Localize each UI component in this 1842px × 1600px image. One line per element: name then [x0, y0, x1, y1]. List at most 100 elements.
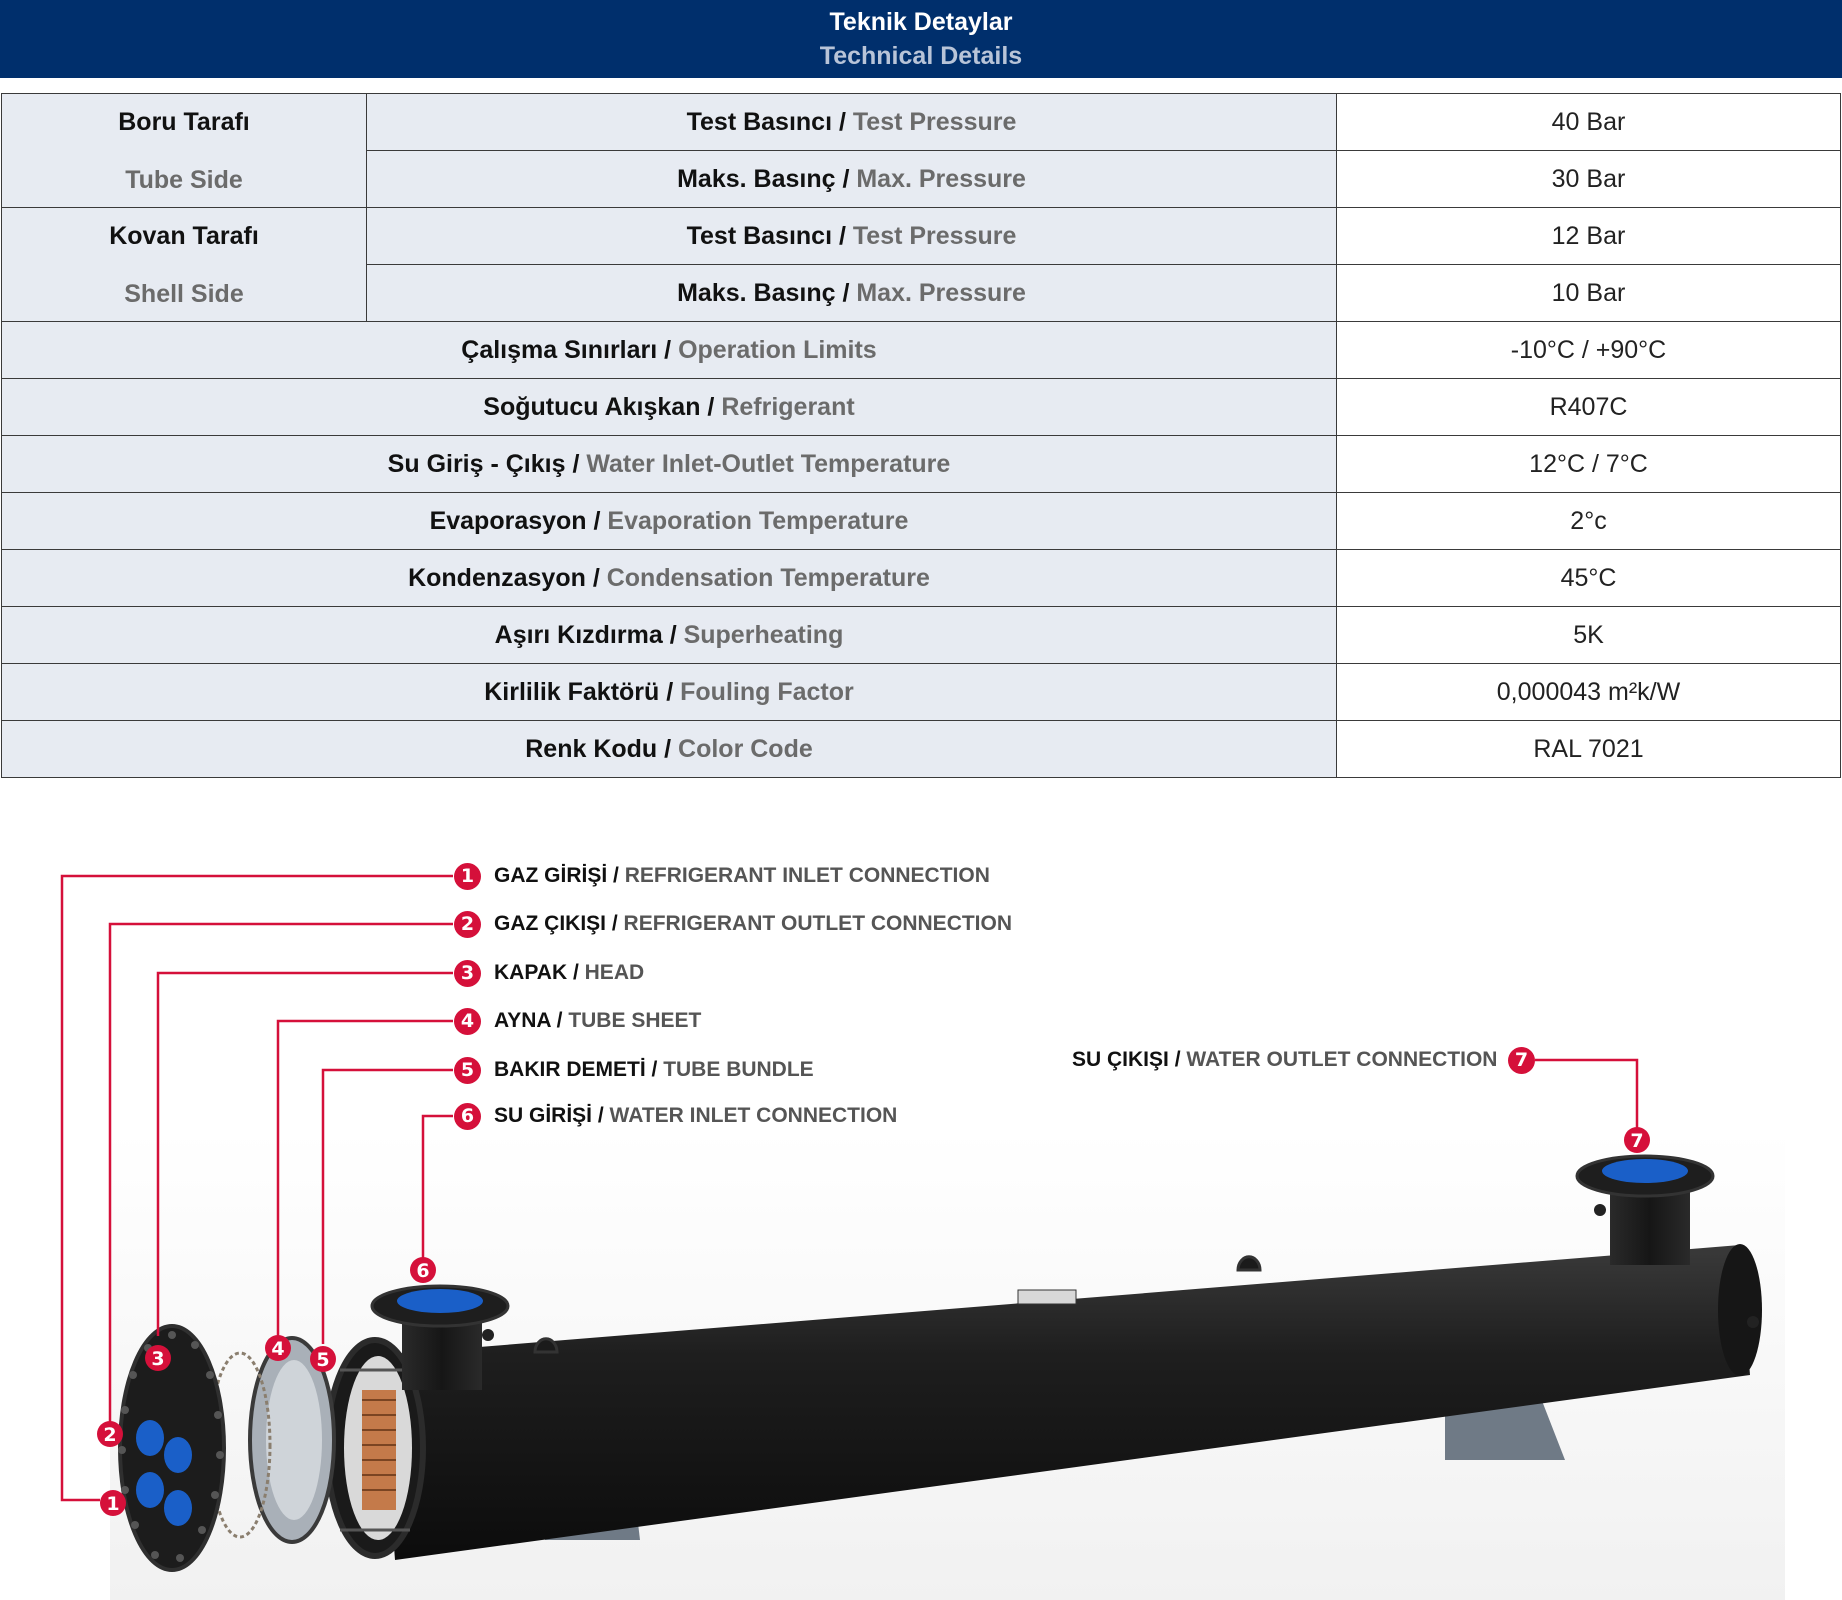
main-shell [380, 1245, 1750, 1560]
value-cell: RAL 7021 [1336, 720, 1841, 778]
callout-3: KAPAK / HEAD [494, 961, 644, 985]
leader-line-1 [60, 874, 453, 1502]
group-label-tr: Kovan Tarafı [109, 222, 259, 250]
param-en: Max. Pressure [856, 278, 1026, 307]
parameter-cell: Maks. Basınç / Max. Pressure [366, 264, 1337, 322]
callout-tr: GAZ GİRİŞİ [494, 864, 608, 887]
diagram-badge-7 [1624, 1127, 1650, 1153]
callout-2: GAZ ÇIKIŞI / REFRIGERANT OUTLET CONNECTI… [494, 912, 1012, 936]
callout-tr: SU ÇIKIŞI [1072, 1048, 1169, 1071]
param-tr: Soğutucu Akışkan [483, 392, 701, 421]
param-en: Max. Pressure [856, 164, 1026, 193]
value-cell: 40 Bar [1336, 93, 1841, 151]
title-en: Technical Details [819, 42, 1023, 70]
param-tr: Test Basıncı [686, 221, 833, 250]
param-en: Evaporation Temperature [607, 506, 909, 535]
table-row: Kirlilik Faktörü / Fouling Factor 0,0000… [1, 663, 1841, 721]
callout-en: TUBE BUNDLE [663, 1058, 814, 1081]
callout-7: SU ÇIKIŞI / WATER OUTLET CONNECTION [1072, 1048, 1497, 1072]
diagram-badge-1-label: 1 [106, 1493, 119, 1515]
diagram-badge-5 [310, 1346, 336, 1372]
leader-lines [60, 874, 1639, 1502]
parameter-cell: Soğutucu Akışkan / Refrigerant [1, 378, 1337, 436]
param-tr: Maks. Basınç [677, 164, 836, 193]
table-row: Aşırı Kızdırma / Superheating 5K [1, 606, 1841, 664]
callout-6: SU GİRİŞİ / WATER INLET CONNECTION [494, 1104, 897, 1128]
param-en: Test Pressure [852, 221, 1017, 250]
value-cell: 2°c [1336, 492, 1841, 550]
group-label-tr: Boru Tarafı [118, 108, 250, 136]
separator: / [700, 392, 722, 421]
callout-badge-4: 4 [454, 1008, 481, 1035]
separator: / [657, 734, 679, 763]
table-row: Kovan Tarafı Shell Side Test Basıncı / T… [1, 207, 1841, 322]
value-cell: 30 Bar [1336, 150, 1841, 208]
value-cell: 5K [1336, 606, 1841, 664]
separator: / [832, 107, 853, 136]
callout-en: HEAD [584, 961, 645, 984]
refrigerant-port-3 [136, 1472, 164, 1508]
callout-badge-3: 3 [454, 960, 481, 987]
value-cell: 45°C [1336, 549, 1841, 607]
param-en: Condensation Temperature [606, 563, 930, 592]
param-tr: Evaporasyon [429, 506, 587, 535]
table-row: Su Giriş - Çıkış / Water Inlet-Outlet Te… [1, 435, 1841, 493]
parameter-cell: Renk Kodu / Color Code [1, 720, 1337, 778]
leader-line-5 [321, 1068, 453, 1344]
callout-tr: SU GİRİŞİ [494, 1104, 593, 1127]
param-en: Refrigerant [721, 392, 855, 421]
diagram-badge-3-label: 3 [151, 1348, 164, 1370]
callout-en: REFRIGERANT INLET CONNECTION [624, 864, 990, 887]
param-tr: Aşırı Kızdırma [494, 620, 663, 649]
refrigerant-port-4 [164, 1490, 192, 1526]
table-row: Çalışma Sınırları / Operation Limits -10… [1, 321, 1841, 379]
separator: / [550, 1009, 569, 1032]
value-cell: 10 Bar [1336, 264, 1841, 322]
callout-tr: GAZ ÇIKIŞI [494, 912, 607, 935]
diagram-badge-6 [410, 1257, 436, 1283]
outlet-side-port [1594, 1204, 1606, 1216]
value-cell: 0,000043 m²k/W [1336, 663, 1841, 721]
param-en: Test Pressure [852, 107, 1017, 136]
group-label-en: Shell Side [124, 280, 244, 308]
param-en: Water Inlet-Outlet Temperature [586, 449, 951, 478]
separator: / [832, 221, 853, 250]
separator: / [645, 1058, 664, 1081]
parameter-cell: Test Basıncı / Test Pressure [366, 93, 1337, 151]
technical-details-table: Boru Tarafı Tube Side Test Basıncı / Tes… [1, 93, 1841, 778]
callout-5: BAKIR DEMETİ / TUBE BUNDLE [494, 1058, 814, 1082]
diagram-badge-4 [265, 1335, 291, 1361]
parameter-cell: Su Giriş - Çıkış / Water Inlet-Outlet Te… [1, 435, 1337, 493]
parameter-cell: Evaporasyon / Evaporation Temperature [1, 492, 1337, 550]
table-row: Maks. Basınç / Max. Pressure 10 Bar [2, 264, 1841, 322]
param-en: Fouling Factor [680, 677, 854, 706]
table-row: Kondenzasyon / Condensation Temperature … [1, 549, 1841, 607]
param-tr: Kondenzasyon [408, 563, 586, 592]
parameter-cell: Test Basıncı / Test Pressure [366, 207, 1337, 265]
diagram-badge-5-label: 5 [316, 1349, 329, 1371]
leader-line-3 [156, 971, 453, 1336]
callout-en: WATER INLET CONNECTION [609, 1104, 898, 1127]
shell-vent-lug [1747, 1316, 1759, 1328]
separator: / [567, 961, 585, 984]
param-tr: Maks. Basınç [677, 278, 836, 307]
header-bar: Teknik Detaylar Technical Details [0, 0, 1842, 78]
callout-1: GAZ GİRİŞİ / REFRIGERANT INLET CONNECTIO… [494, 864, 990, 888]
diagram-badge-1 [100, 1490, 126, 1516]
param-en: Color Code [678, 734, 813, 763]
separator: / [662, 620, 684, 649]
value-cell: 12 Bar [1336, 207, 1841, 265]
refrigerant-port-1 [136, 1420, 164, 1456]
group-label-en: Tube Side [125, 166, 243, 194]
separator: / [592, 1104, 610, 1127]
separator: / [659, 677, 681, 706]
separator: / [657, 335, 679, 364]
diagram-badge-2-label: 2 [103, 1424, 116, 1446]
lifting-lug-right [1236, 1255, 1262, 1272]
separator: / [607, 864, 625, 887]
callout-tr: KAPAK [494, 961, 568, 984]
head-bolts [118, 1331, 224, 1562]
separator: / [586, 506, 608, 535]
callout-tr: BAKIR DEMETİ [494, 1058, 646, 1081]
table-row: Evaporasyon / Evaporation Temperature 2°… [1, 492, 1841, 550]
